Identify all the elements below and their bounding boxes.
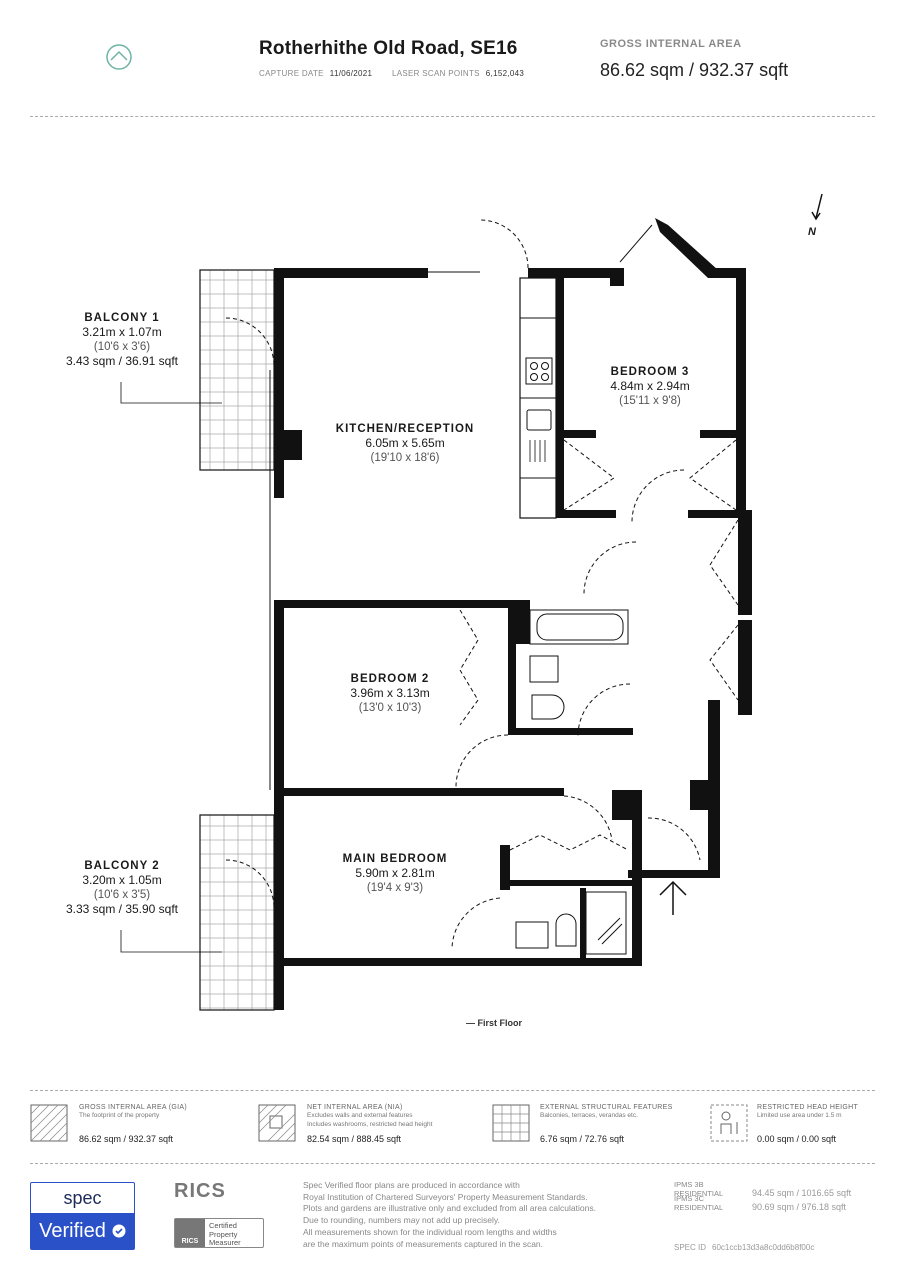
balcony-2-area: [199, 814, 275, 1011]
divider: [30, 116, 875, 117]
person-icon: [710, 1104, 748, 1142]
grid-icon: [492, 1104, 530, 1142]
room-bedroom-3: BEDROOM 3 4.84m x 2.94m (15'11 x 9'8): [610, 366, 690, 407]
north-arrow-icon: [811, 193, 823, 221]
rics-logo: RICS: [174, 1180, 226, 1202]
floor-plan: [120, 218, 752, 1011]
room-main-bedroom: MAIN BEDROOM 5.90m x 2.81m (19'4 x 9'3): [342, 853, 448, 894]
gia-label: GROSS INTERNAL AREA: [600, 38, 742, 50]
balcony-2-label: BALCONY 2 3.20m x 1.05m (10'6 x 3'5) 3.3…: [65, 860, 179, 916]
check-circle-icon: [112, 1224, 126, 1238]
balcony-1-area: [199, 269, 275, 471]
spec-logo-text: spec: [63, 1187, 102, 1208]
nia-hatch-icon: [258, 1104, 296, 1142]
verified-text: Verified: [39, 1219, 106, 1242]
floor-label: — First Floor: [466, 1018, 522, 1028]
gia-hatch-icon: [30, 1104, 68, 1142]
balcony-1-label: BALCONY 1 3.21m x 1.07m (10'6 x 3'6) 3.4…: [65, 312, 179, 368]
gia-value: 86.62 sqm / 932.37 sqft: [600, 60, 789, 80]
legend-external: EXTERNAL STRUCTURAL FEATURES Balconies, …: [540, 1104, 673, 1144]
room-kitchen: KITCHEN/RECEPTION 6.05m x 5.65m (19'10 x…: [335, 423, 475, 464]
north-label: N: [808, 226, 816, 238]
divider: [30, 1163, 875, 1164]
legend-gia: GROSS INTERNAL AREA (GIA) The footprint …: [79, 1104, 187, 1144]
rics-certified-badge: RICS Certified Property Measurer: [174, 1218, 264, 1248]
room-bedroom-2: BEDROOM 2 3.96m x 3.13m (13'0 x 10'3): [350, 673, 430, 714]
divider: [30, 1090, 875, 1091]
spec-verified-badge: spec Verified: [30, 1182, 135, 1250]
page-title: Rotherhithe Old Road, SE16: [259, 38, 518, 59]
disclaimer-notes: Spec Verified floor plans are produced i…: [303, 1180, 596, 1249]
legend-nia: NET INTERNAL AREA (NIA) Excludes walls a…: [307, 1104, 433, 1144]
legend-restricted: RESTRICTED HEAD HEIGHT Limited use area …: [757, 1104, 859, 1144]
logo-icon: [106, 44, 132, 70]
